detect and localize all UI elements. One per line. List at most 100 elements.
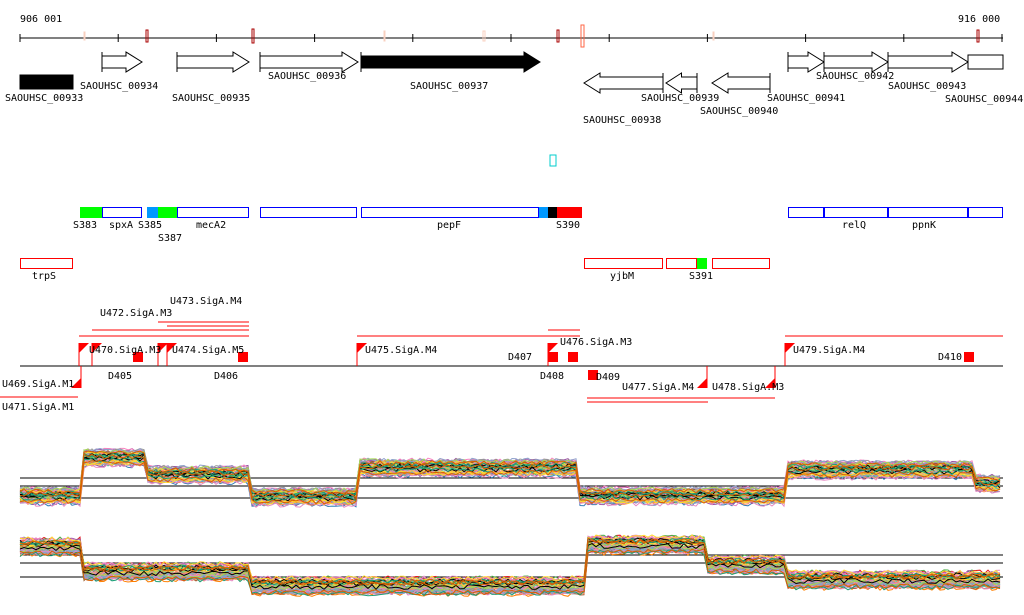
terminator-box[interactable]	[133, 352, 143, 362]
annotation-mark[interactable]	[145, 29, 149, 43]
promoter-flag-icon[interactable]	[92, 343, 102, 353]
expression-trace	[19, 450, 1001, 495]
operon-segment[interactable]	[712, 258, 770, 269]
expression-plot-1	[19, 447, 1003, 508]
operon-segment[interactable]	[102, 207, 142, 218]
promoter-label: U476.SigA.M3	[560, 337, 632, 348]
promoter-flag-icon[interactable]	[79, 343, 89, 353]
operon-segment[interactable]	[80, 207, 102, 218]
operon-segment[interactable]	[888, 207, 968, 218]
expression-trace	[19, 549, 1001, 597]
promoter-flag-icon[interactable]	[71, 378, 81, 388]
operon-segment[interactable]	[788, 207, 824, 218]
gene-SAOUHSC_00942[interactable]: SAOUHSC_00942	[816, 51, 894, 82]
operon-segment[interactable]	[666, 258, 697, 269]
operon-segment[interactable]	[824, 207, 888, 218]
arrow-right-icon	[360, 51, 541, 73]
gene-SAOUHSC_00944[interactable]: SAOUHSC_00944	[945, 54, 1023, 105]
terminator-box[interactable]	[588, 370, 598, 380]
operon-segment[interactable]	[260, 207, 357, 218]
operon-segment[interactable]	[539, 207, 548, 218]
promoter-label: U470.SigA.M3	[89, 345, 161, 356]
annotation-mark[interactable]	[251, 28, 255, 44]
promoter-label: U471.SigA.M1	[2, 402, 74, 413]
annotation-mark[interactable]	[83, 31, 86, 41]
operon-label: S390	[556, 220, 580, 231]
promoter-flag-icon[interactable]	[785, 343, 795, 353]
operon-segment[interactable]	[20, 258, 73, 269]
promoter-flag-icon[interactable]	[357, 343, 367, 353]
operon-label: S383	[73, 220, 97, 231]
gene-SAOUHSC_00934[interactable]: SAOUHSC_00934	[80, 51, 158, 92]
promoter-label: U475.SigA.M4	[365, 345, 437, 356]
promoter-label: D410	[938, 352, 962, 363]
cyan-marker[interactable]	[549, 154, 557, 167]
gene-SAOUHSC_00937[interactable]: SAOUHSC_00937	[360, 51, 541, 92]
arrow-right-icon	[259, 51, 359, 73]
arrow-left-icon	[665, 72, 698, 94]
promoter-label: D407	[508, 352, 532, 363]
terminator-box[interactable]	[964, 352, 974, 362]
promoter-flag-icon[interactable]	[158, 343, 168, 353]
operon-segment[interactable]	[557, 207, 582, 218]
promoter-flag-icon[interactable]	[167, 343, 177, 353]
promoter-label: D408	[540, 371, 564, 382]
operon-segment[interactable]	[177, 207, 249, 218]
operon-segment[interactable]	[158, 207, 177, 218]
gene-SAOUHSC_00939[interactable]: SAOUHSC_00939	[641, 72, 719, 104]
gene-label: SAOUHSC_00936	[268, 71, 346, 82]
gene-SAOUHSC_00935[interactable]: SAOUHSC_00935	[172, 51, 250, 104]
operon-segment[interactable]	[361, 207, 539, 218]
annotation-mark[interactable]	[580, 24, 585, 48]
gene-SAOUHSC_00933[interactable]: SAOUHSC_00933	[5, 74, 83, 104]
operon-segment[interactable]	[584, 258, 663, 269]
terminator-box[interactable]	[568, 352, 578, 362]
annotation-mark[interactable]	[556, 29, 560, 43]
promoter-label: D406	[214, 371, 238, 382]
operon-label: S387	[158, 233, 182, 244]
arrow-right-icon	[176, 51, 250, 73]
expression-trace	[19, 462, 1001, 508]
gene-label: SAOUHSC_00935	[172, 93, 250, 104]
operon-segment[interactable]	[697, 258, 707, 269]
arrow-left-icon	[711, 72, 771, 94]
promoter-flag-icon[interactable]	[765, 378, 775, 388]
promoter-label: U472.SigA.M3	[100, 308, 172, 319]
terminator-box[interactable]	[238, 352, 248, 362]
operon-label: ppnK	[912, 220, 936, 231]
gene-SAOUHSC_00936[interactable]: SAOUHSC_00936	[259, 51, 359, 82]
gene-SAOUHSC_00943[interactable]: SAOUHSC_00943	[887, 51, 969, 92]
operon-segment[interactable]	[968, 207, 1003, 218]
promoter-label: U469.SigA.M1	[2, 379, 74, 390]
terminator-box[interactable]	[548, 352, 558, 362]
promoter-label: U474.SigA.M5	[172, 345, 244, 356]
annotation-mark[interactable]	[482, 30, 486, 42]
gene-SAOUHSC_00940[interactable]: SAOUHSC_00940	[700, 72, 778, 117]
operon-segment[interactable]	[548, 207, 557, 218]
gene-SAOUHSC_00941[interactable]: SAOUHSC_00941	[767, 51, 845, 104]
axis-start-label: 906 001	[20, 14, 62, 25]
annotation-mark[interactable]	[712, 31, 715, 41]
arrow-right-icon	[887, 51, 969, 73]
promoter-label: D405	[108, 371, 132, 382]
promoter-flag-icon[interactable]	[697, 378, 707, 388]
gene-label: SAOUHSC_00934	[80, 81, 158, 92]
expression-trace	[19, 457, 1001, 503]
gene-box	[19, 74, 74, 90]
gene-label: SAOUHSC_00942	[816, 71, 894, 82]
operon-segment[interactable]	[147, 207, 158, 218]
gene-SAOUHSC_00938[interactable]: SAOUHSC_00938	[583, 72, 664, 126]
annotation-mark[interactable]	[976, 29, 980, 43]
gene-label: SAOUHSC_00937	[410, 81, 488, 92]
annotation-mark[interactable]	[383, 30, 386, 42]
promoter-flag-icon[interactable]	[548, 343, 558, 353]
operon-label: S391	[689, 271, 713, 282]
gene-label: SAOUHSC_00939	[641, 93, 719, 104]
expression-trace	[19, 548, 1001, 596]
promoter-label: U478.SigA.M3	[712, 382, 784, 393]
promoter-track: U470.SigA.M3U472.SigA.M3U473.SigA.M4U474…	[0, 296, 1003, 413]
expression-trace	[19, 448, 1001, 494]
